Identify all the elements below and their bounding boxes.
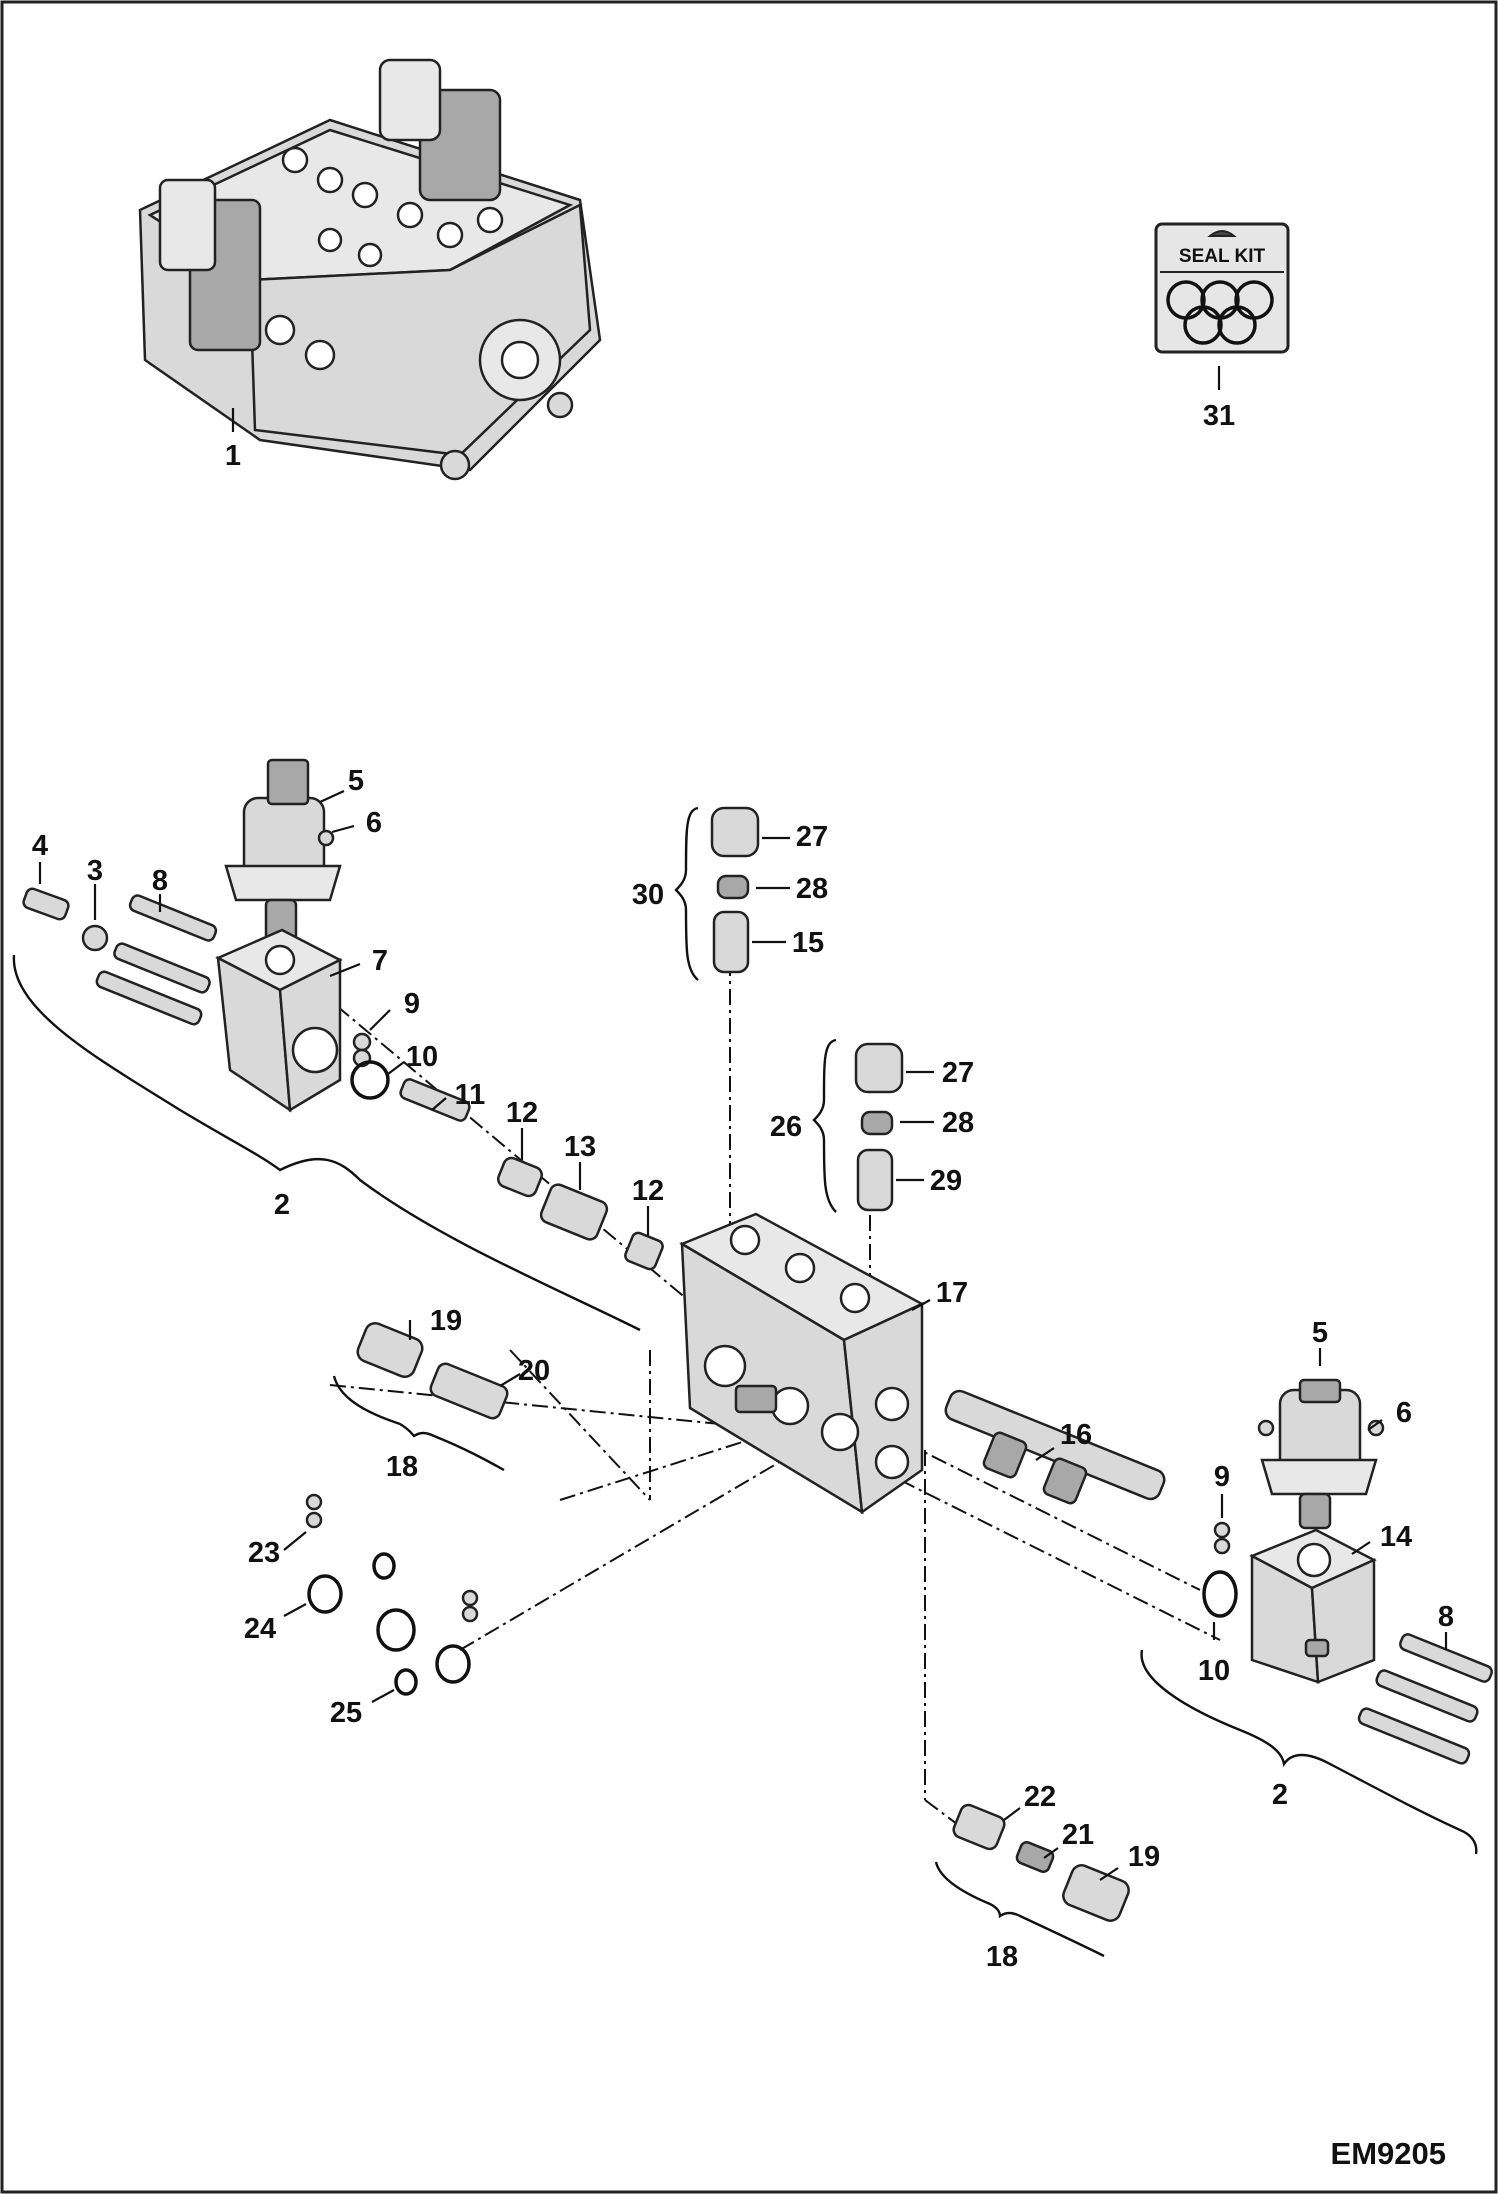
callout-8-left: 8 xyxy=(152,865,168,897)
callout-22: 22 xyxy=(1024,1781,1056,1813)
callout-9-left: 9 xyxy=(404,988,420,1020)
relief-valve-30 xyxy=(710,806,760,974)
spool-parts-left xyxy=(399,1078,664,1271)
callout-12-upper: 12 xyxy=(506,1097,538,1129)
solenoid-right xyxy=(1257,1378,1385,1530)
callout-18-left: 18 xyxy=(386,1451,418,1483)
end-cap-left xyxy=(215,928,343,1113)
callout-28-lower: 28 xyxy=(942,1107,974,1139)
callout-10-left: 10 xyxy=(406,1041,438,1073)
callout-31: 31 xyxy=(1203,400,1235,432)
callout-17: 17 xyxy=(936,1277,968,1309)
seals-and-orings xyxy=(305,1493,479,1696)
solenoid-left xyxy=(224,758,342,942)
callout-27-upper: 27 xyxy=(796,821,828,853)
callout-24: 24 xyxy=(244,1613,276,1645)
callout-8-right: 8 xyxy=(1438,1601,1454,1633)
callout-21: 21 xyxy=(1062,1819,1094,1851)
bracket-18-left xyxy=(332,1375,505,1472)
callout-13: 13 xyxy=(564,1131,596,1163)
callout-15: 15 xyxy=(792,927,824,959)
bracket-26 xyxy=(812,1038,837,1213)
callout-11: 11 xyxy=(455,1079,486,1111)
bolts-left xyxy=(22,887,390,1100)
callout-23: 23 xyxy=(248,1537,280,1569)
callout-9-right: 9 xyxy=(1214,1461,1230,1493)
callout-30: 30 xyxy=(632,879,664,911)
bolts-right xyxy=(1202,1521,1493,1765)
callout-2-left: 2 xyxy=(274,1189,290,1221)
callout-28-upper: 28 xyxy=(796,873,828,905)
callout-3: 3 xyxy=(87,855,103,887)
callout-12-lower: 12 xyxy=(632,1175,664,1207)
bracket-2-right xyxy=(1140,1649,1478,1855)
valve-body-section xyxy=(679,1212,925,1515)
callout-18-bottom: 18 xyxy=(986,1941,1018,1973)
callout-14: 14 xyxy=(1380,1521,1412,1553)
reference-code: EM9205 xyxy=(1331,2136,1446,2171)
callout-29: 29 xyxy=(930,1165,962,1197)
valve-assembly-illustration xyxy=(138,58,602,481)
spool-16 xyxy=(944,1389,1166,1505)
callout-6-left: 6 xyxy=(366,807,382,839)
callout-10-right: 10 xyxy=(1198,1655,1230,1687)
callout-2-right: 2 xyxy=(1272,1779,1288,1811)
callout-1: 1 xyxy=(225,440,241,472)
callout-25: 25 xyxy=(330,1697,362,1729)
bracket-18-bottom xyxy=(934,1861,1105,1958)
callout-20: 20 xyxy=(518,1355,550,1387)
callout-16: 16 xyxy=(1060,1419,1092,1451)
callout-5-left: 5 xyxy=(348,765,364,797)
end-cap-right xyxy=(1249,1528,1377,1684)
check-valve-group-18-bottom xyxy=(952,1803,1130,1922)
callout-6-right: 6 xyxy=(1396,1397,1412,1429)
callout-26: 26 xyxy=(770,1111,802,1143)
callout-27-lower: 27 xyxy=(942,1057,974,1089)
bracket-2-left xyxy=(12,954,641,1332)
callout-19-left: 19 xyxy=(430,1305,462,1337)
bracket-30 xyxy=(674,806,699,981)
seal-kit-icon xyxy=(1154,222,1290,354)
callout-5-right: 5 xyxy=(1312,1317,1328,1349)
callout-4: 4 xyxy=(32,830,48,862)
callout-19-bottom: 19 xyxy=(1128,1841,1160,1873)
check-valve-group-18-left xyxy=(356,1321,509,1420)
seal-kit-label: SEAL KIT xyxy=(1179,246,1266,267)
relief-valve-26 xyxy=(854,1042,904,1212)
callout-7: 7 xyxy=(372,945,388,977)
